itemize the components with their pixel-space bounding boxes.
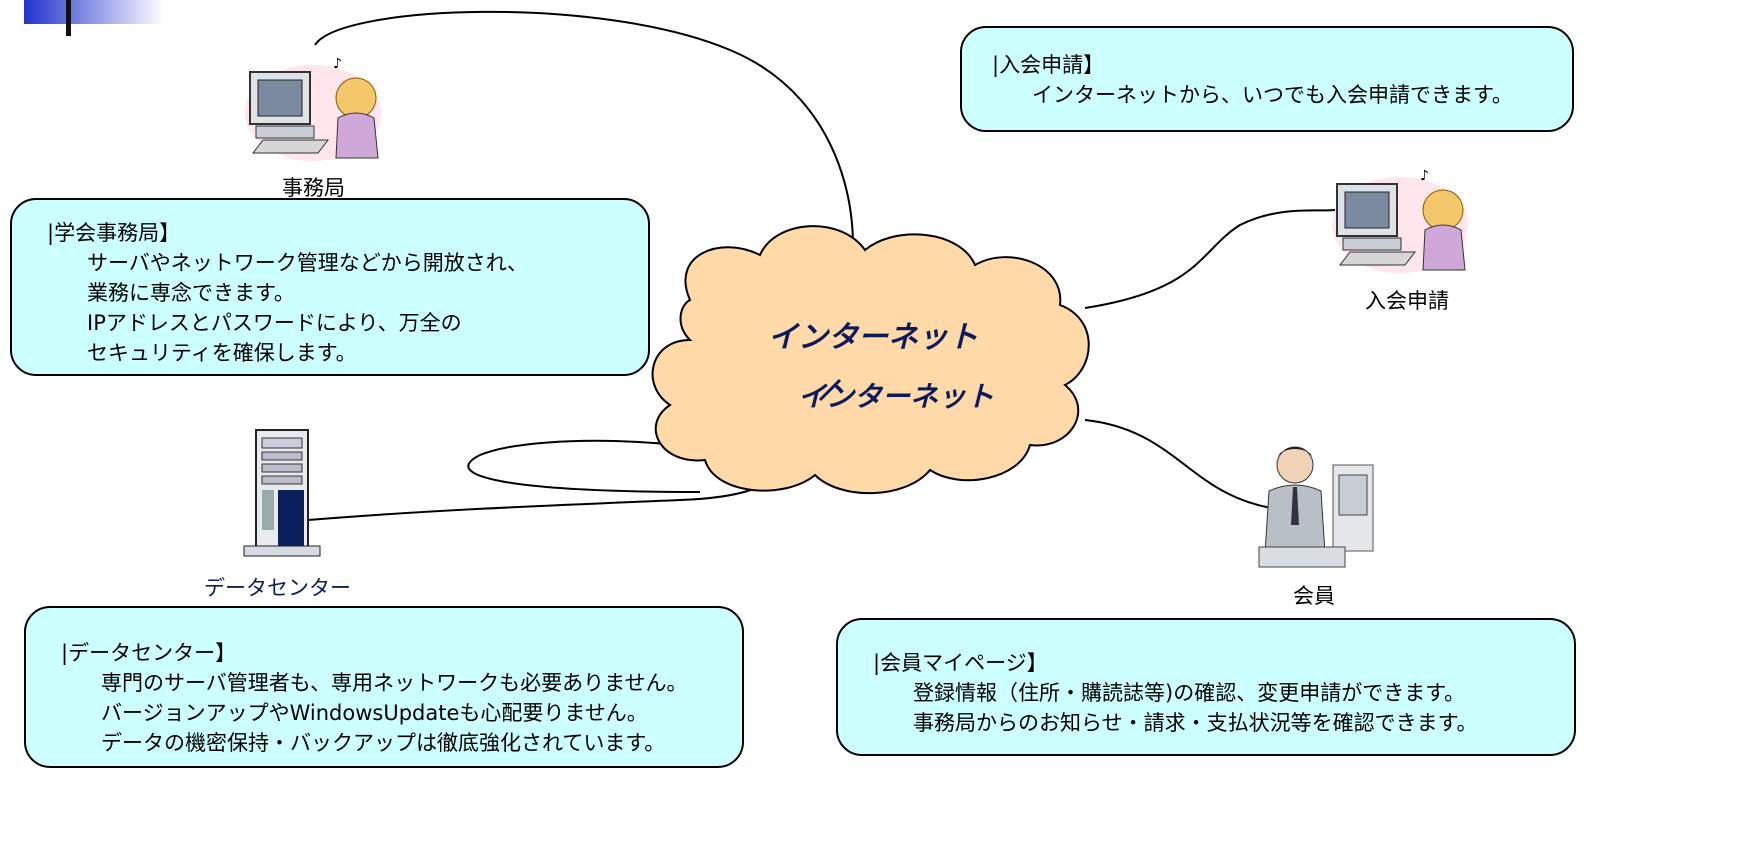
callout-line: インターネットから、いつでも入会申請できます。 — [1032, 83, 1513, 107]
node-label-member: 会員 — [1293, 584, 1335, 608]
wire-office — [314, 10, 854, 276]
node-label-join: 入会申請 — [1365, 289, 1449, 313]
wire-member — [1084, 419, 1286, 511]
callout-line: 事務局からのお知らせ・請求・支払状況等を確認できます。 — [913, 711, 1478, 735]
callout-line: データの機密保持・バックアップは徹底強化されています。 — [101, 731, 666, 755]
svg-text:♪: ♪ — [333, 56, 342, 72]
cloud-label-secondary: インターネット — [798, 380, 995, 413]
callout-line: 業務に専念できます。 — [87, 281, 295, 305]
callout-member: |会員マイページ】 登録情報（住所・購読誌等)の確認、変更申請ができます。 事務… — [836, 618, 1576, 756]
callout-datacenter: |データセンター】 専門のサーバ管理者も、専用ネットワークも必要ありません。 バ… — [24, 606, 744, 768]
callout-line: セキュリティを確保します。 — [87, 341, 357, 365]
callout-office: |学会事務局】 サーバやネットワーク管理などから開放され、 業務に専念できます。… — [10, 198, 650, 376]
callout-line: 専門のサーバ管理者も、専用ネットワークも必要ありません。 — [101, 671, 688, 695]
callout-line: バージョンアップやWindowsUpdateも心配要りません。 — [101, 701, 648, 725]
callout-heading: |学会事務局】 — [47, 221, 181, 245]
internet-cloud — [651, 225, 1090, 495]
wire-join — [1084, 209, 1336, 309]
user-at-computer-icon: ♪ — [245, 56, 381, 161]
callout-join: |入会申請】 インターネットから、いつでも入会申請できます。 — [960, 26, 1574, 132]
server-tower-icon — [243, 429, 321, 557]
node-label-office: 事務局 — [282, 176, 345, 200]
cloud-check-mark — [818, 378, 842, 402]
cloud-label-primary: インターネット — [768, 320, 978, 355]
svg-text:♪: ♪ — [1420, 168, 1429, 184]
callout-line: サーバやネットワーク管理などから開放され、 — [87, 251, 528, 275]
user-at-computer-icon: ♪ — [1332, 168, 1468, 273]
callout-heading: |会員マイページ】 — [873, 651, 1048, 675]
businessman-at-computer-icon — [1258, 446, 1374, 568]
corner-logo — [24, 0, 164, 36]
callout-line: IPアドレスとパスワードにより、万全の — [87, 311, 462, 335]
callout-heading: |データセンター】 — [61, 641, 237, 665]
callout-line: 登録情報（住所・購読誌等)の確認、変更申請ができます。 — [913, 681, 1466, 705]
node-label-datacenter: データセンター — [204, 576, 351, 600]
callout-heading: |入会申請】 — [992, 53, 1105, 77]
